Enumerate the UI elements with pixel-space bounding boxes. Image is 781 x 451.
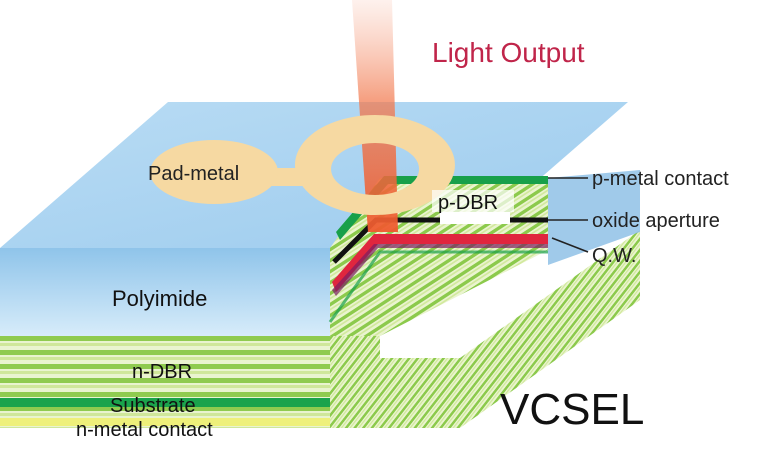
p-dbr-label: p-DBR xyxy=(438,192,498,214)
pad-metal-label: Pad-metal xyxy=(148,163,239,185)
p-metal-layer xyxy=(336,176,548,240)
active-region xyxy=(332,234,548,292)
n-metal-band xyxy=(0,418,330,426)
aperture-opening xyxy=(440,212,510,224)
mesa-right-side xyxy=(548,170,640,265)
polyimide-label: Polyimide xyxy=(112,286,207,311)
p-dbr-box xyxy=(432,190,514,212)
front-layer-stack xyxy=(0,336,330,428)
n-metal-contact-label: n-metal contact xyxy=(76,419,213,441)
polyimide-front-face xyxy=(0,248,330,336)
pad-metal-connector xyxy=(270,168,310,186)
qw-label: Q.W. xyxy=(592,245,636,267)
vcsel-label: VCSEL xyxy=(500,385,644,434)
oxide-aperture-label: oxide aperture xyxy=(592,210,720,232)
n-dbr-label: n-DBR xyxy=(132,361,192,383)
substrate-label: Substrate xyxy=(110,395,196,417)
arrow-qw xyxy=(551,237,589,253)
pad-metal-ring xyxy=(294,115,455,215)
pad-metal-pad xyxy=(150,140,278,204)
p-metal-contact-label: p-metal contact xyxy=(592,168,729,190)
light-output-label: Light Output xyxy=(432,37,585,68)
side-layer-stack xyxy=(330,230,640,428)
front-green-band-1 xyxy=(328,250,548,323)
substrate-band xyxy=(0,398,330,407)
